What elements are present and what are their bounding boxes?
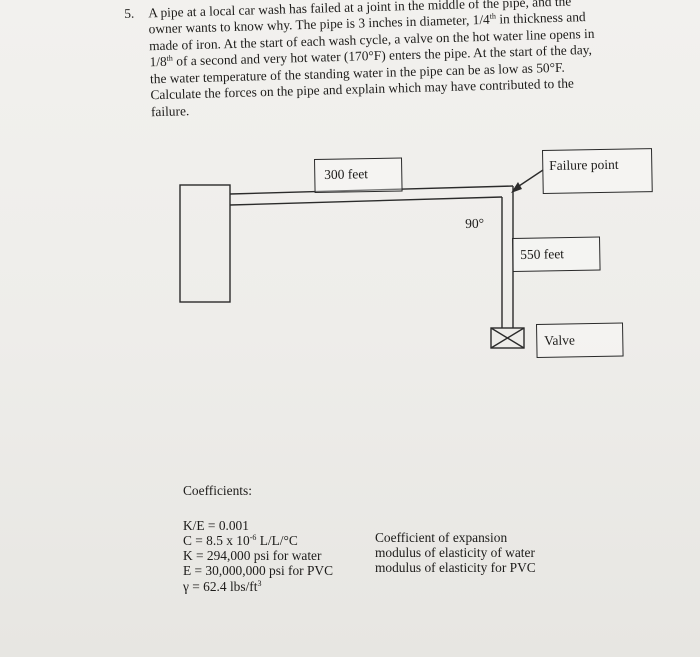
valve-x-icon — [490, 327, 525, 349]
failure-arrowhead-icon — [511, 182, 522, 193]
label-300-feet: 300 feet — [324, 166, 369, 182]
coef-gamma: γ = 62.4 lbs/ft3 — [183, 579, 262, 594]
coef-c: C = 8.5 x 10-6 L/L/°C — [183, 533, 298, 548]
coef-c-desc: Coefficient of expansion — [375, 530, 508, 545]
coef-k-desc: modulus of elasticity of water — [375, 545, 535, 560]
coef-e: E = 30,000,000 psi for PVC — [183, 563, 334, 578]
coef-k: K = 294,000 psi for water — [183, 548, 322, 563]
label-90-degrees: 90° — [465, 215, 485, 231]
label-valve: Valve — [544, 332, 576, 348]
pipe-bottom-edge — [229, 196, 503, 206]
label-550-feet: 550 feet — [520, 246, 565, 262]
coef-ke: K/E = 0.001 — [183, 518, 249, 533]
coefficients-heading: Coefficients: — [183, 483, 252, 498]
pipe-top-edge — [229, 185, 514, 195]
valve-body — [490, 327, 525, 349]
coef-e-desc: modulus of elasticity for PVC — [375, 560, 536, 575]
tank-shape — [179, 184, 231, 303]
label-failure-point: Failure point — [549, 156, 619, 173]
